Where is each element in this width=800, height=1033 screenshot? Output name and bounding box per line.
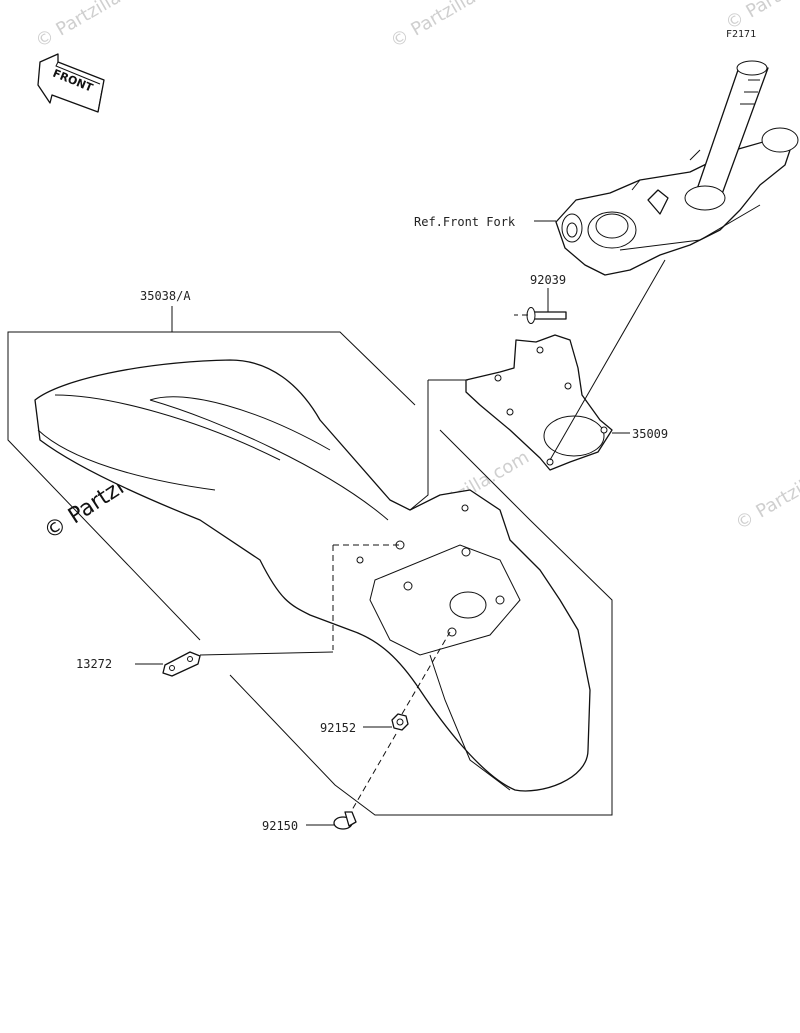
watermark-top-left: © Partzilla.com bbox=[32, 0, 163, 52]
leader-35038-right bbox=[229, 429, 613, 816]
bolt-92150 bbox=[333, 811, 357, 830]
callout-front-fork: Ref.Front Fork bbox=[414, 215, 516, 229]
callout-35009: 35009 bbox=[632, 427, 668, 441]
callout-13272: 13272 bbox=[76, 657, 112, 671]
fender-35038 bbox=[34, 359, 591, 792]
dash-92152 bbox=[401, 631, 451, 715]
front-fork-stem bbox=[555, 60, 799, 276]
leader-bracket-fender bbox=[409, 379, 468, 511]
callout-92152: 92152 bbox=[320, 721, 356, 735]
leader-stem-to-bracket bbox=[549, 259, 666, 461]
leader-35038-left bbox=[7, 306, 201, 641]
leader-35038-top bbox=[172, 331, 416, 406]
watermark-top-center: © Partzilla.com bbox=[387, 0, 518, 52]
bracket-35009 bbox=[465, 334, 613, 471]
nut-92152 bbox=[391, 713, 409, 731]
figure-code: F2171 bbox=[726, 29, 756, 40]
bolt-92039 bbox=[526, 307, 567, 324]
callout-35038: 35038/A bbox=[140, 289, 191, 303]
leader-13272-right bbox=[199, 651, 334, 656]
watermark-right: © Partzilla.com bbox=[732, 447, 800, 535]
callout-92150: 92150 bbox=[262, 819, 298, 833]
callout-92039: 92039 bbox=[530, 273, 566, 287]
plate-13272 bbox=[162, 651, 201, 677]
front-arrow-icon: FRONT bbox=[37, 53, 105, 113]
dash-92150 bbox=[351, 733, 397, 811]
